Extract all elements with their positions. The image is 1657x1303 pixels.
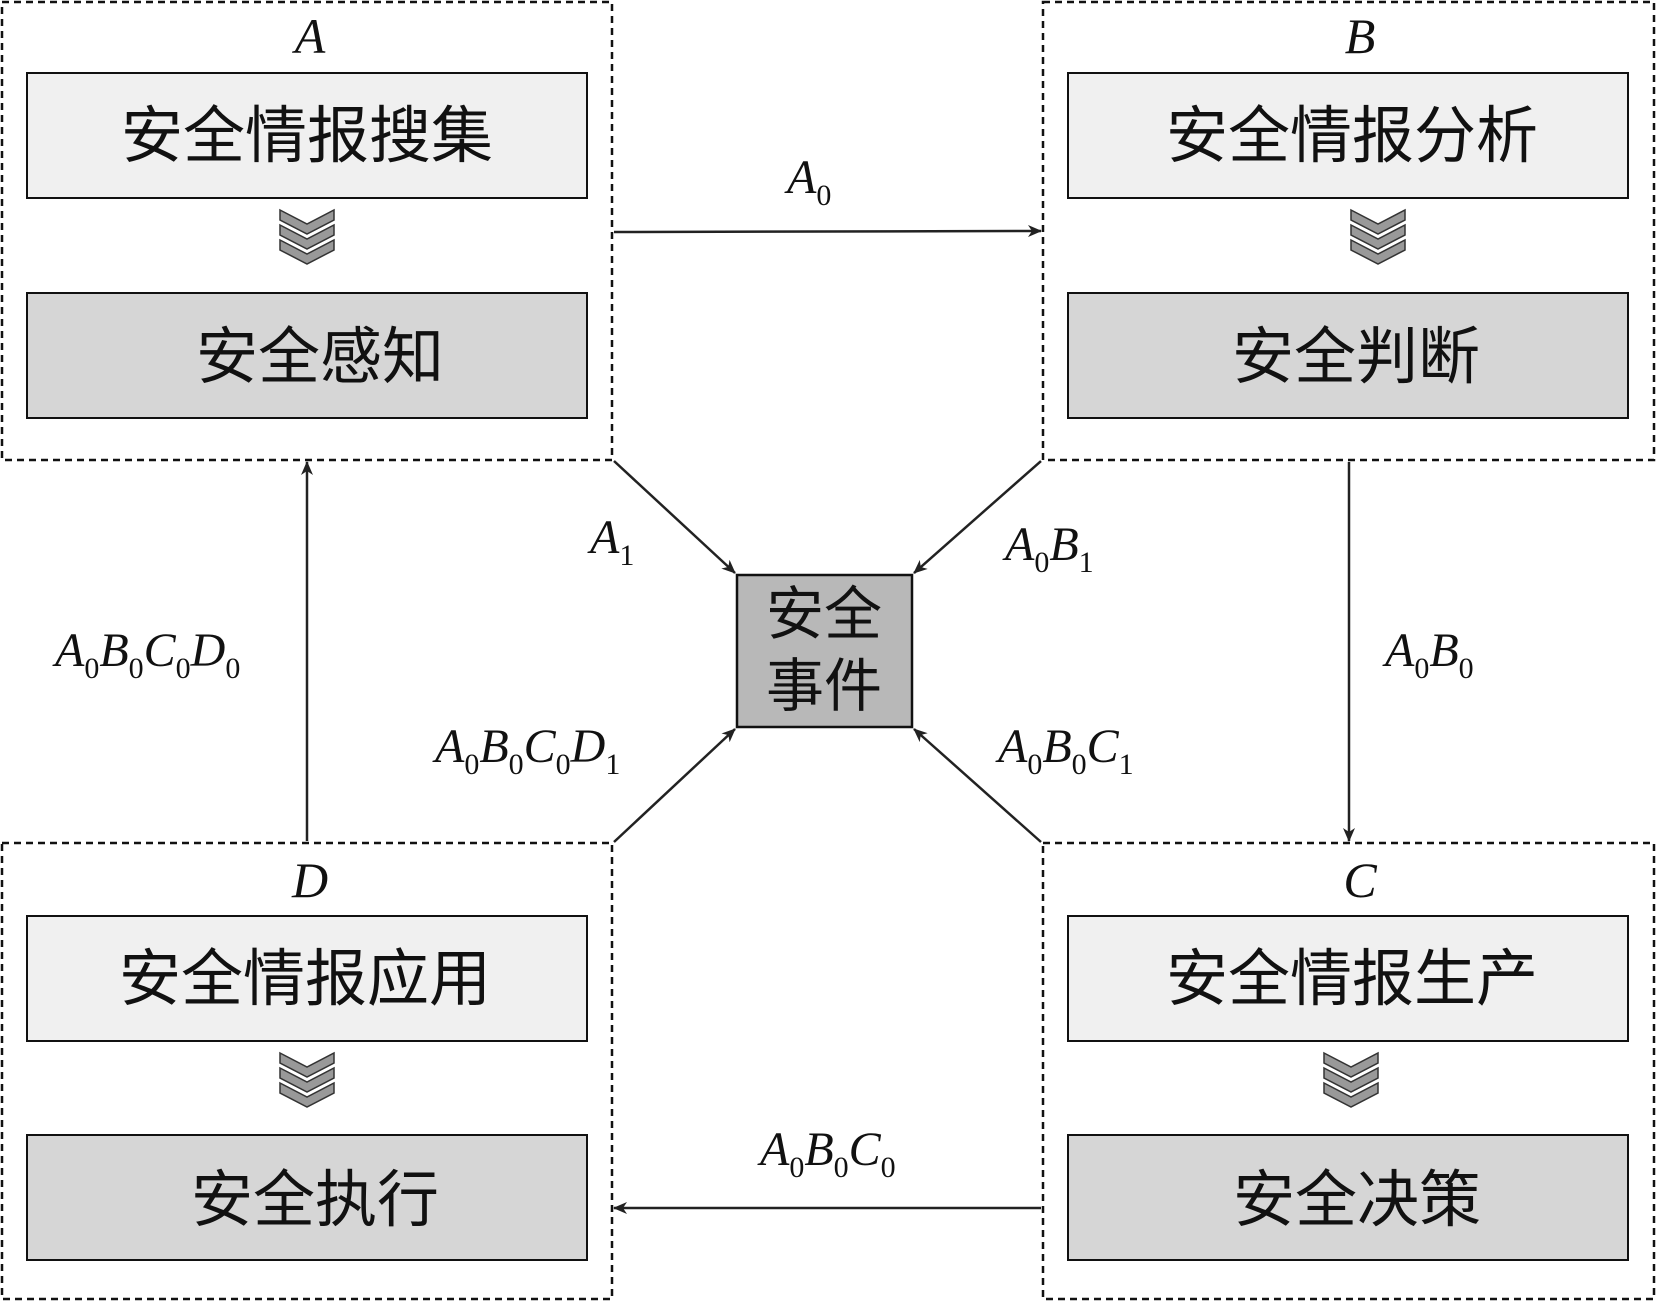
panel-c: C 安全情报生产 安全决策 bbox=[1041, 841, 1656, 1301]
c_to_event-term-1-letter: B bbox=[1042, 720, 1071, 773]
c_to_d-term-1-letter: B bbox=[804, 1123, 833, 1176]
event-label-line1: 安全 bbox=[766, 580, 882, 648]
d_to_a-term-0-subscript: 0 bbox=[84, 652, 99, 685]
arrow-d-to-event bbox=[613, 728, 736, 843]
chevron-down-icon bbox=[279, 208, 335, 265]
a_to_b-term-0-letter: A bbox=[784, 151, 817, 204]
c_to_event-term-2-subscript: 1 bbox=[1119, 748, 1134, 781]
panel-b: B 安全情报分析 安全判断 bbox=[1041, 0, 1656, 462]
c_to_d-term-0-letter: A bbox=[757, 1123, 790, 1176]
chevron-down-icon bbox=[279, 1051, 335, 1108]
panel-a: A 安全情报搜集 安全感知 bbox=[0, 0, 614, 462]
panel-c-bottom-box bbox=[1067, 1134, 1629, 1261]
d_to_event-term-2-letter: C bbox=[524, 720, 557, 773]
d_to_event-term-3-letter: D bbox=[570, 720, 606, 773]
d_to_event-term-0-letter: A bbox=[432, 720, 465, 773]
panel-b-top-label: 安全情报分析 bbox=[1166, 99, 1538, 172]
a_to_event-term-0-letter: A bbox=[587, 511, 620, 564]
arrow-b-to-event bbox=[913, 460, 1042, 574]
panel-d-bottom-label: 安全执行 bbox=[191, 1163, 439, 1236]
c_to_event-term-2-letter: C bbox=[1087, 720, 1120, 773]
panel-a-bottom-box bbox=[26, 292, 588, 419]
c_to_event-term-0-subscript: 0 bbox=[1027, 748, 1042, 781]
panel-d-letter: D bbox=[291, 852, 328, 908]
d_to_event-term-0-subscript: 0 bbox=[464, 748, 479, 781]
b_to_c-term-1-letter: B bbox=[1429, 624, 1458, 677]
label-b-to-c: A0B0 bbox=[1382, 624, 1474, 685]
c_to_d-term-0-subscript: 0 bbox=[789, 1151, 804, 1184]
c_to_d-term-2-letter: C bbox=[849, 1123, 882, 1176]
c_to_d-term-1-subscript: 0 bbox=[834, 1151, 849, 1184]
chevron-down-icon bbox=[1323, 1051, 1379, 1108]
c_to_event-term-0-letter: A bbox=[995, 720, 1028, 773]
b_to_c-term-0-letter: A bbox=[1382, 624, 1415, 677]
a_to_b-term-0-subscript: 0 bbox=[816, 179, 831, 212]
label-d-to-event: A0B0C0D1 bbox=[432, 720, 620, 781]
c_to_d-term-2-subscript: 0 bbox=[881, 1151, 896, 1184]
b_to_event-term-1-subscript: 1 bbox=[1079, 546, 1094, 579]
d_to_a-term-3-subscript: 0 bbox=[225, 652, 240, 685]
event-label-line2: 事件 bbox=[766, 652, 882, 720]
d_to_a-term-3-letter: D bbox=[190, 624, 226, 677]
panel-a-top-label: 安全情报搜集 bbox=[121, 99, 493, 172]
chevron-down-icon bbox=[1350, 208, 1406, 265]
d_to_a-term-2-letter: C bbox=[144, 624, 177, 677]
b_to_c-term-1-subscript: 0 bbox=[1459, 652, 1474, 685]
panel-d-top-label: 安全情报应用 bbox=[119, 942, 491, 1015]
panel-b-bottom-box bbox=[1067, 292, 1629, 419]
label-a-to-b: A0 bbox=[784, 151, 831, 212]
d_to_event-term-2-subscript: 0 bbox=[556, 748, 571, 781]
label-c-to-d: A0B0C0 bbox=[757, 1123, 896, 1184]
panel-d-top-box bbox=[26, 915, 588, 1042]
panel-c-top-label: 安全情报生产 bbox=[1166, 942, 1538, 1015]
b_to_event-term-1-letter: B bbox=[1049, 518, 1078, 571]
d_to_event-term-1-letter: B bbox=[479, 720, 508, 773]
label-d-to-a: A0B0C0D0 bbox=[52, 624, 240, 685]
panel-d-bottom-box bbox=[26, 1134, 588, 1261]
security-event-box: 安全 事件 bbox=[735, 573, 914, 729]
b_to_event-term-0-subscript: 0 bbox=[1034, 546, 1049, 579]
b_to_event-term-0-letter: A bbox=[1002, 518, 1035, 571]
arrow-c-to-event bbox=[913, 728, 1042, 843]
label-b-to-event: A0B1 bbox=[1002, 518, 1094, 579]
arrow-a-to-event bbox=[613, 460, 736, 574]
panel-c-bottom-label: 安全决策 bbox=[1233, 1163, 1481, 1236]
panel-d: D 安全情报应用 安全执行 bbox=[0, 841, 614, 1301]
label-c-to-event: A0B0C1 bbox=[995, 720, 1134, 781]
panel-a-top-box bbox=[26, 72, 588, 199]
panel-c-letter: C bbox=[1343, 852, 1377, 908]
arrow-a-to-b bbox=[613, 225, 1042, 238]
panel-b-top-box bbox=[1067, 72, 1629, 199]
d_to_a-term-0-letter: A bbox=[52, 624, 85, 677]
label-a-to-event: A1 bbox=[587, 511, 634, 572]
d_to_a-term-1-subscript: 0 bbox=[129, 652, 144, 685]
c_to_event-term-1-subscript: 0 bbox=[1072, 748, 1087, 781]
panel-a-bottom-label: 安全感知 bbox=[196, 320, 444, 393]
panel-b-letter: B bbox=[1345, 8, 1376, 64]
panel-b-bottom-label: 安全判断 bbox=[1232, 320, 1480, 393]
d_to_event-term-3-subscript: 1 bbox=[605, 748, 620, 781]
panel-c-top-box bbox=[1067, 915, 1629, 1042]
d_to_event-term-1-subscript: 0 bbox=[509, 748, 524, 781]
d_to_a-term-1-letter: B bbox=[99, 624, 128, 677]
b_to_c-term-0-subscript: 0 bbox=[1414, 652, 1429, 685]
a_to_event-term-0-subscript: 1 bbox=[619, 539, 634, 572]
panel-a-letter: A bbox=[292, 8, 326, 64]
d_to_a-term-2-subscript: 0 bbox=[176, 652, 191, 685]
